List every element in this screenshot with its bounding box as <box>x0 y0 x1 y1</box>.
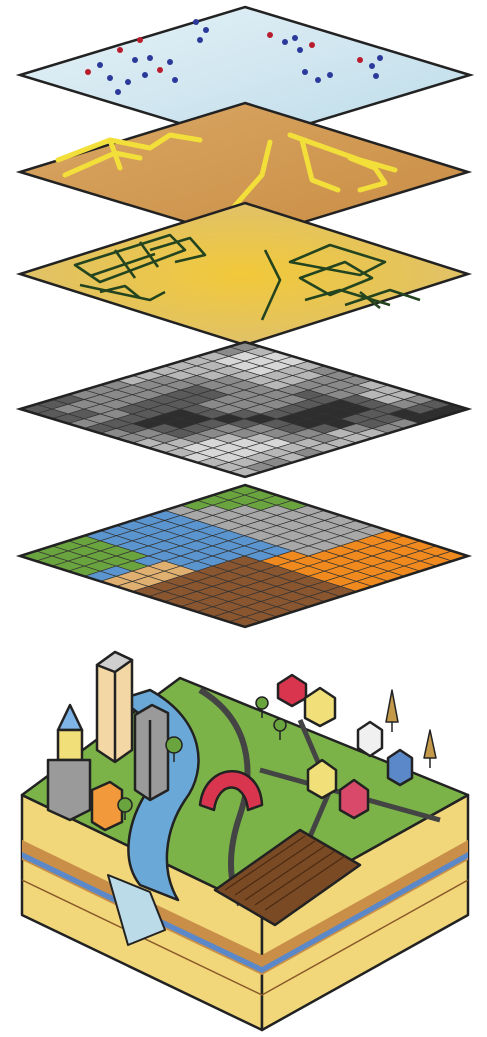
point-marker <box>147 55 153 61</box>
yellow-house-a <box>305 688 335 726</box>
point-marker <box>137 37 143 43</box>
point-marker <box>115 89 121 95</box>
point-marker <box>117 47 123 53</box>
point-marker <box>302 69 308 75</box>
blue-spire-building <box>48 705 90 820</box>
point-marker <box>172 77 178 83</box>
point-marker <box>327 72 333 78</box>
yellow-house-b <box>308 760 336 798</box>
point-marker <box>309 42 315 48</box>
point-marker <box>142 72 148 78</box>
point-marker <box>369 63 375 69</box>
point-marker <box>157 67 163 73</box>
point-marker <box>132 57 138 63</box>
elevation-raster-layer <box>20 342 468 477</box>
point-marker <box>282 39 288 45</box>
terrain-city-block <box>22 652 468 1030</box>
land-cover-raster-layer <box>20 485 468 627</box>
gray-office-building <box>135 705 168 800</box>
parcel-boundary-layer <box>20 203 468 345</box>
point-marker <box>197 37 203 43</box>
point-marker <box>193 19 199 25</box>
point-marker <box>267 32 273 38</box>
point-marker <box>97 62 103 68</box>
point-marker <box>357 57 363 63</box>
point-marker <box>373 73 379 79</box>
point-marker <box>315 77 321 83</box>
point-marker <box>107 75 113 81</box>
point-marker <box>167 59 173 65</box>
point-marker <box>125 79 131 85</box>
pink-roof-house <box>278 675 306 706</box>
point-marker <box>377 55 383 61</box>
red-house <box>340 780 368 818</box>
gray-house <box>358 722 382 756</box>
point-marker <box>297 47 303 53</box>
point-marker <box>292 35 298 41</box>
point-marker <box>203 27 209 33</box>
blue-house <box>388 750 412 785</box>
tall-tower-building <box>97 652 132 762</box>
point-marker <box>85 69 91 75</box>
